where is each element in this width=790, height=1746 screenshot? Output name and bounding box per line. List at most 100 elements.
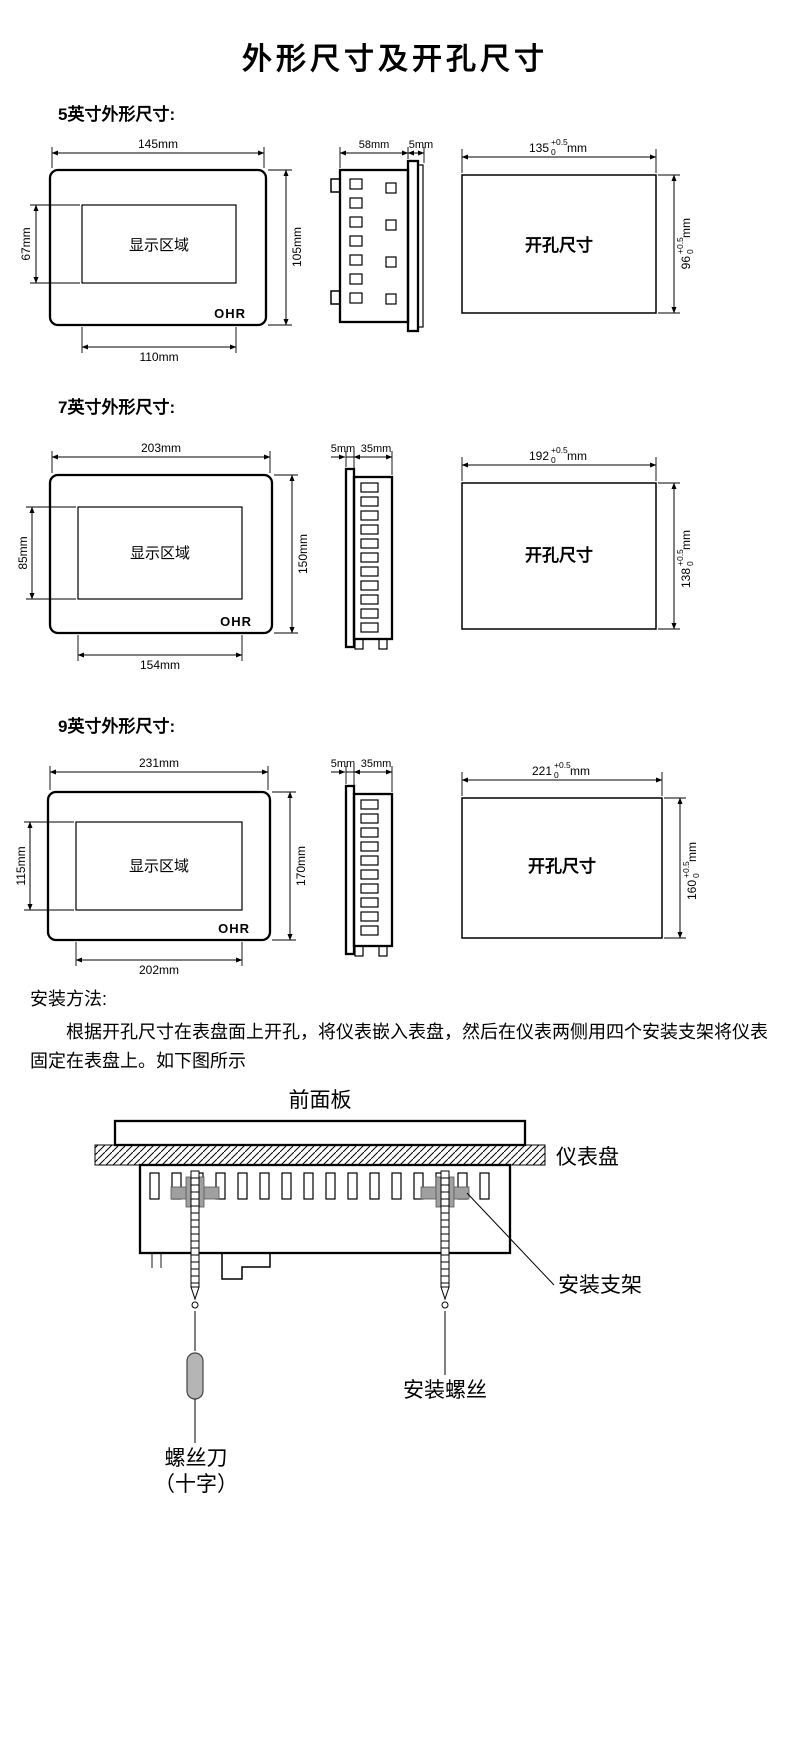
display-area-outline	[81, 204, 237, 284]
svg-text:mm: mm	[679, 530, 693, 550]
dim-width-bottom: 110mm	[139, 350, 178, 364]
foot-right	[378, 638, 388, 650]
section-9inch-drawing: 9英寸外形尺寸: 231mm 显示区域 OHR 170mm 202mm 115m…	[14, 716, 701, 977]
cutout-label: 开孔尺寸	[525, 545, 593, 565]
brand-label: OHR	[218, 921, 250, 936]
brand-label: OHR	[220, 614, 252, 629]
side-view-7: 5mm 35mm	[331, 443, 394, 650]
svg-text:0: 0	[685, 249, 695, 254]
screwdriver-label-line2: （十字）	[154, 1473, 238, 1496]
display-area-label: 显示区域	[130, 545, 190, 562]
dim-height-right: 105mm	[290, 227, 304, 267]
section-7inch-label: 7英寸外形尺寸:	[58, 397, 175, 417]
instrument-panel-label: 仪表盘	[556, 1146, 619, 1169]
cutout-rect	[461, 482, 657, 630]
mount-hook-top	[330, 178, 341, 193]
dim-flange: 5mm	[409, 139, 433, 151]
dim-height-left: 67mm	[19, 227, 33, 260]
cutout-rect	[461, 797, 663, 939]
display-area-outline	[75, 821, 243, 911]
svg-text:192: 192	[529, 449, 549, 463]
front-view-7: 203mm 显示区域 OHR 150mm 154mm 85mm	[16, 441, 310, 672]
dim-height-right: 150mm	[296, 534, 310, 574]
case-outline	[352, 475, 394, 641]
section-5inch-drawing: 5英寸外形尺寸: 145mm 显示区域 OHR 105mm 110mm 67mm…	[19, 104, 695, 364]
svg-text:160: 160	[685, 880, 699, 900]
side-view-5: 58mm 5mm	[330, 139, 433, 333]
cutout-height-dim: 138 +0.5 0 mm	[675, 530, 695, 588]
svg-text:+0.5: +0.5	[551, 445, 568, 455]
dim-flange: 5mm	[331, 758, 355, 770]
dim-width-bottom: 154mm	[140, 658, 180, 672]
dim-depth: 58mm	[359, 139, 390, 151]
display-area-outline	[77, 506, 243, 600]
dim-width-top: 203mm	[141, 441, 181, 455]
dim-width-bottom: 202mm	[139, 963, 179, 977]
front-view-5: 145mm 显示区域 OHR 105mm 110mm 67mm	[19, 137, 304, 364]
foot-right	[378, 945, 388, 957]
cutout-view-9: 开孔尺寸 221 +0.5 0 mm 160 +0.5 0 mm	[461, 760, 701, 939]
svg-text:135: 135	[529, 141, 549, 155]
vent-squares	[385, 182, 397, 305]
page-title: 外形尺寸及开孔尺寸	[242, 43, 548, 76]
mount-hook-bottom	[330, 290, 341, 305]
cutout-view-7: 开孔尺寸 192 +0.5 0 mm 138 +0.5 0 mm	[461, 445, 695, 630]
cutout-height-dim: 96 +0.5 0 mm	[675, 218, 695, 269]
bezel-outline	[48, 168, 268, 327]
screwdriver-tip	[186, 1352, 204, 1400]
flange-outline	[344, 784, 356, 956]
screwdriver-label-line1: 螺丝刀	[165, 1447, 228, 1470]
svg-text:+0.5: +0.5	[681, 861, 691, 878]
dim-height-left: 115mm	[14, 846, 28, 885]
svg-text:+0.5: +0.5	[675, 237, 685, 254]
mount-screw-right	[440, 1170, 450, 1309]
vent-slats	[360, 799, 379, 936]
section-9inch-label: 9英寸外形尺寸:	[58, 716, 175, 736]
flange-outline	[406, 159, 420, 333]
install-instructions: 安装方法: 根据开孔尺寸在表盘面上开孔，将仪表嵌入表盘，然后在仪表两侧用四个安装…	[30, 985, 770, 1075]
vent-slats	[360, 482, 379, 633]
dim-width-top: 145mm	[138, 137, 178, 151]
svg-text:+0.5: +0.5	[675, 549, 685, 566]
bezel-outline	[46, 790, 272, 942]
dim-depth: 35mm	[361, 443, 392, 455]
svg-text:mm: mm	[567, 141, 587, 155]
install-heading: 安装方法:	[30, 989, 108, 1009]
svg-text:0: 0	[551, 455, 556, 465]
svg-text:mm: mm	[679, 218, 693, 238]
cutout-rect	[461, 174, 657, 314]
screw-label: 安装螺丝	[403, 1379, 487, 1402]
display-area-label: 显示区域	[129, 858, 189, 875]
side-view-9: 5mm 35mm	[331, 758, 394, 957]
dim-height-left: 85mm	[16, 536, 30, 569]
bezel-outline	[48, 473, 274, 635]
cutout-height-dim: 160 +0.5 0 mm	[681, 842, 701, 900]
cutout-width-dim: 135 +0.5 0 mm	[529, 137, 587, 157]
front-panel-label: 前面板	[289, 1089, 352, 1112]
foot-left	[354, 945, 364, 957]
case-outline	[352, 792, 394, 948]
brand-label: OHR	[214, 306, 246, 321]
cutout-view-5: 开孔尺寸 135 +0.5 0 mm 96 +0.5 0 mm	[461, 137, 695, 314]
instrument-body	[138, 1163, 512, 1255]
front-view-9: 231mm 显示区域 OHR 170mm 202mm 115mm	[14, 756, 308, 977]
svg-text:221: 221	[532, 764, 552, 778]
svg-text:138: 138	[679, 568, 693, 588]
cutout-width-dim: 192 +0.5 0 mm	[529, 445, 587, 465]
svg-text:0: 0	[691, 873, 701, 878]
dim-width-top: 231mm	[139, 756, 179, 770]
bracket-leader-line	[466, 1192, 555, 1286]
case-step-detail	[221, 1253, 271, 1280]
mount-screw-left	[190, 1170, 200, 1309]
cutout-width-dim: 221 +0.5 0 mm	[532, 760, 590, 780]
install-body: 根据开孔尺寸在表盘面上开孔，将仪表嵌入表盘，然后在仪表两侧用四个安装支架将仪表固…	[30, 1021, 768, 1071]
mounting-diagram: 前面板 仪表盘	[94, 1089, 642, 1496]
svg-text:+0.5: +0.5	[551, 137, 568, 147]
bracket-label: 安装支架	[558, 1274, 642, 1297]
svg-text:0: 0	[685, 561, 695, 566]
svg-text:0: 0	[554, 770, 559, 780]
front-panel-shape	[113, 1119, 527, 1147]
svg-text:mm: mm	[567, 449, 587, 463]
foot-left	[354, 638, 364, 650]
